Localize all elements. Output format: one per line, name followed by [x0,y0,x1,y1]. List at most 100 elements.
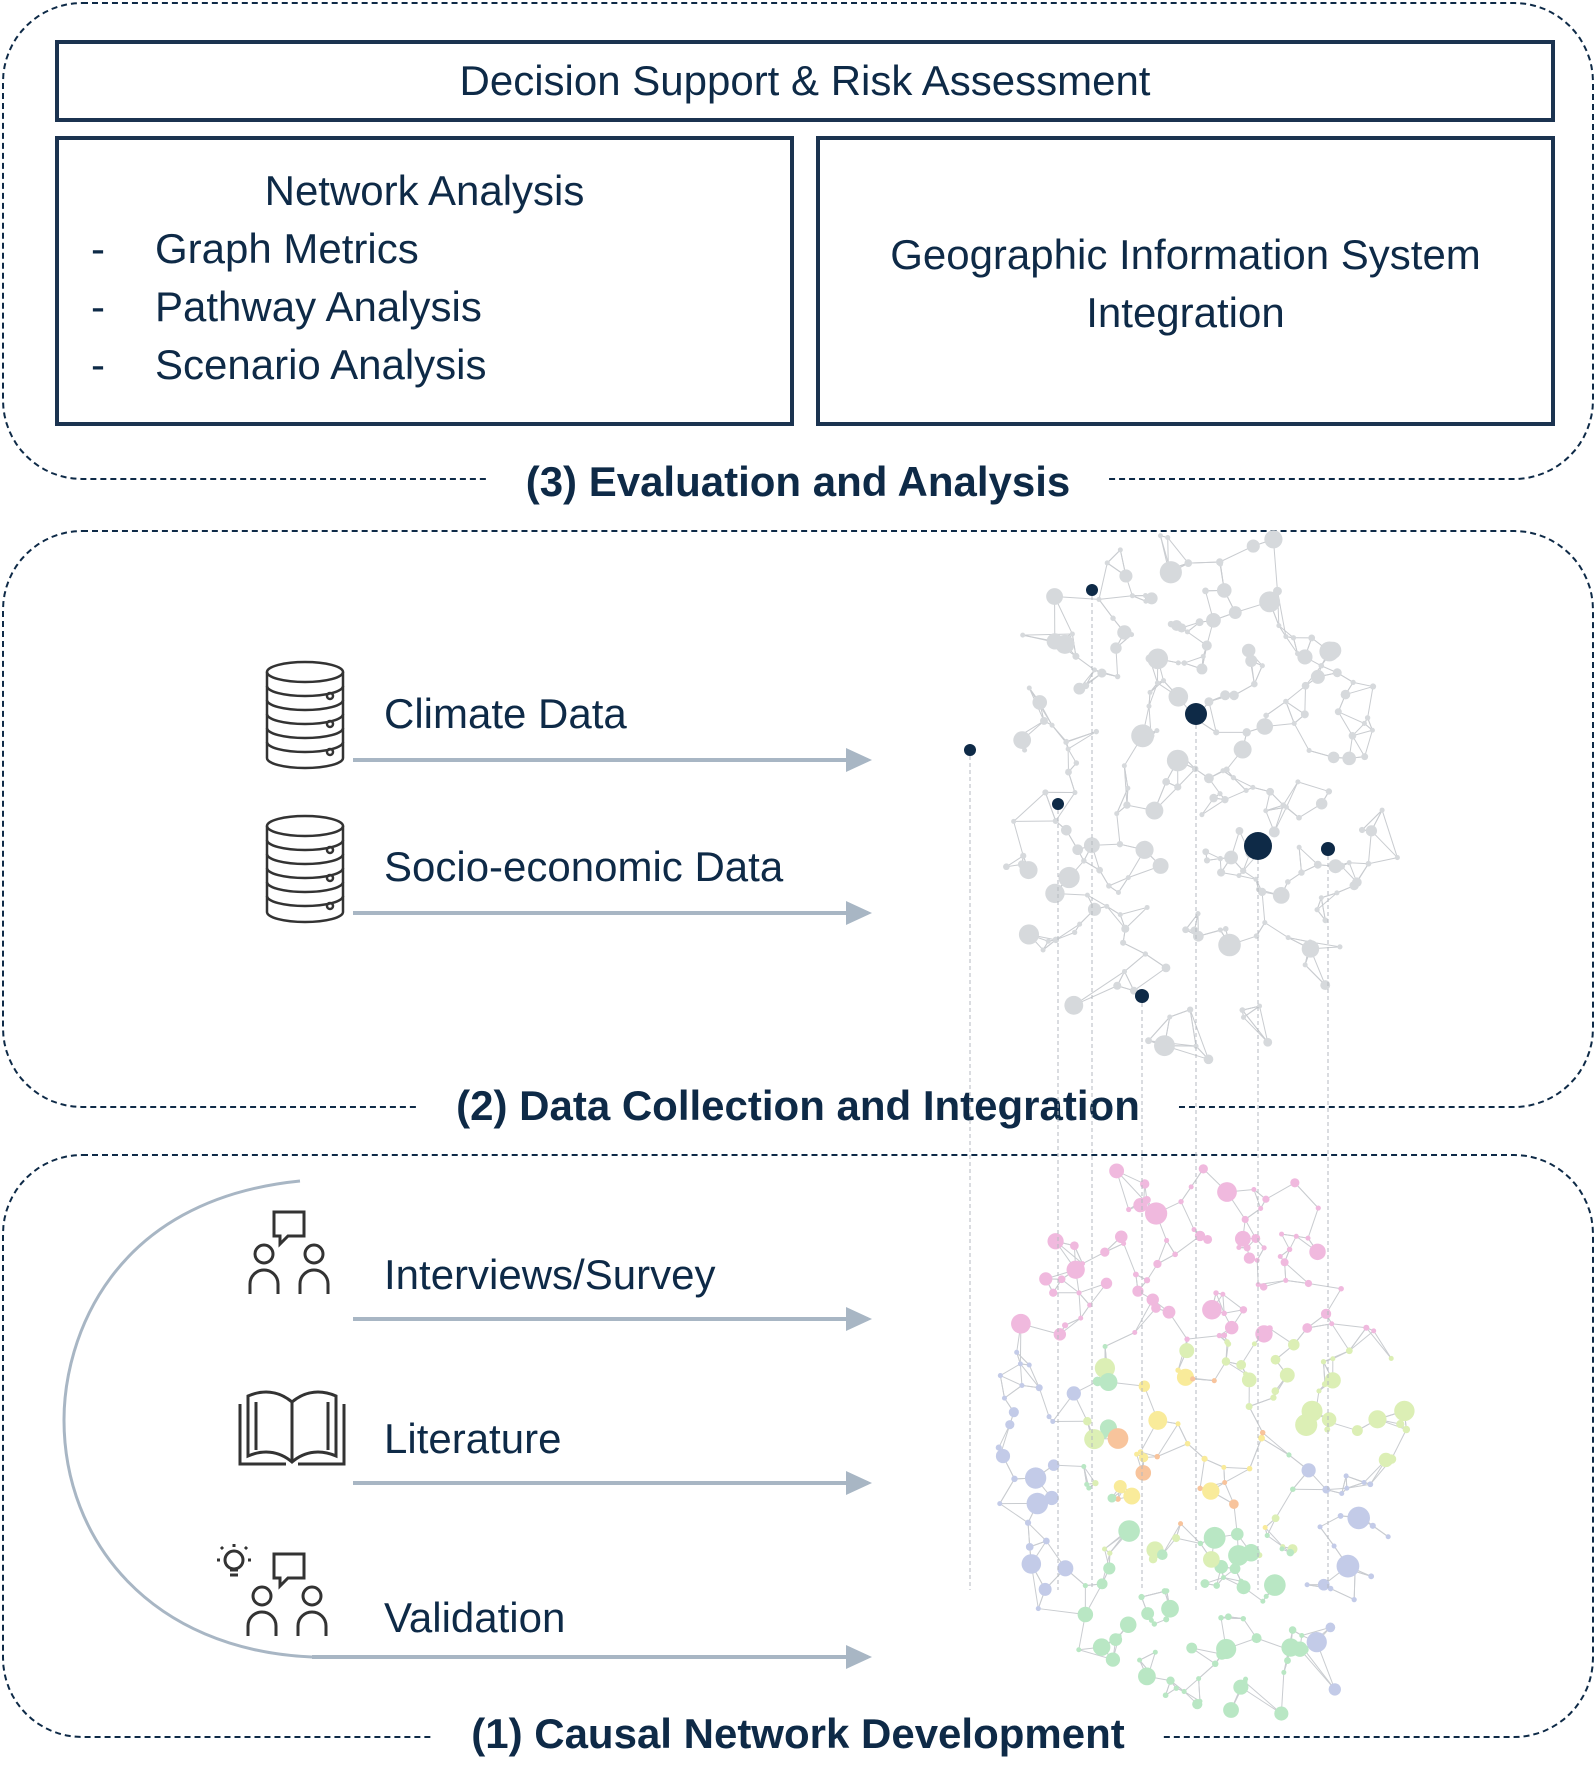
network-node [1057,1560,1074,1577]
highlighted-node [1321,842,1335,856]
network-edge [1027,1522,1047,1542]
network-node [1115,889,1121,895]
network-edge [1055,923,1080,941]
highlighted-node [1052,798,1064,810]
network-node [1184,1336,1190,1342]
network-node [1279,1231,1285,1237]
network-edge [1123,1243,1137,1275]
network-node [1213,1582,1220,1589]
network-node [1262,920,1268,926]
network-node [1318,895,1324,901]
network-node [1197,1540,1204,1547]
network-edge [1278,625,1294,639]
network-edge [1169,1009,1191,1018]
network-edge [1083,1466,1096,1484]
network-edge [1233,777,1254,788]
network-edge [1116,787,1129,814]
network-node [1099,1373,1118,1392]
network-node [1045,883,1065,904]
highlighted-node [1185,703,1207,725]
network-edge [1123,765,1128,806]
network-node [1311,1407,1321,1417]
network-edge [1055,931,1075,941]
network-node [1032,695,1048,710]
network-node [1202,1482,1220,1500]
database-icon [265,814,345,924]
network-node [1117,912,1123,918]
network-node [1325,788,1333,795]
network-node [1327,751,1340,764]
network-node [1304,1279,1313,1288]
network-node [1141,1607,1155,1620]
network-node [1224,1613,1232,1621]
network-edge [1073,971,1125,1006]
network-node [1077,921,1083,927]
network-node [1097,668,1107,678]
network-node [1039,1272,1053,1286]
network-node [1221,795,1229,804]
network-edge [1381,809,1398,858]
network-node [1270,1394,1277,1401]
network-node [1315,1205,1321,1211]
network-node [1117,625,1132,640]
network-edge [1133,967,1167,992]
network-node [1092,1638,1111,1656]
network-node [1186,1642,1198,1654]
network-node [1218,933,1241,957]
network-node [1109,1163,1125,1179]
network-node [1181,1688,1187,1694]
network-node [1203,1551,1220,1568]
network-edge [1275,1488,1294,1519]
network-node [1266,787,1275,796]
network-node [1363,1324,1370,1331]
network-node [1091,667,1097,673]
network-node [1371,1328,1377,1334]
network-edge [1078,1292,1091,1306]
network-edge [1044,792,1057,822]
network-edge [1298,846,1319,866]
network-node [999,1448,1005,1454]
network-edge [1106,905,1121,916]
network-edge [1122,942,1146,955]
network-node [1046,1414,1052,1420]
network-node [1361,720,1367,727]
network-edge [1189,1009,1209,1060]
network-analysis-box: Network Analysis -Graph Metrics -Pathway… [55,136,794,426]
network-node [1297,649,1313,665]
network-node [1286,1548,1295,1557]
network-edge [1175,1537,1201,1544]
network-edge [1284,1261,1309,1284]
network-node [1202,848,1210,856]
network-node [1125,785,1131,791]
network-node [1343,1473,1349,1479]
network-edge [1184,656,1204,664]
network-node [1251,1233,1261,1243]
network-node [1167,620,1175,628]
network-node [1035,1384,1043,1392]
open-book-icon [238,1390,346,1466]
network-node [1394,1400,1415,1422]
network-node [1195,618,1204,627]
network-node [1255,1282,1261,1288]
network-node [1065,746,1071,752]
network-edge [1223,1576,1242,1582]
network-node [1123,1487,1141,1505]
network-node [1087,1302,1093,1308]
network-node [1159,561,1182,584]
network-node [1283,1277,1289,1283]
network-node [1230,775,1237,781]
network-node [1187,1006,1194,1013]
network-node [1358,1514,1364,1520]
network-node [1283,634,1289,640]
network-node [1203,1234,1213,1244]
network-node [1262,1195,1270,1203]
network-node [1184,1440,1191,1447]
network-edge [1078,1292,1082,1319]
people-speech-icon [248,1210,330,1294]
network-edge [1285,685,1306,702]
network-node [1139,1453,1149,1463]
network-node [1083,1416,1092,1426]
network-node [1175,1421,1181,1427]
